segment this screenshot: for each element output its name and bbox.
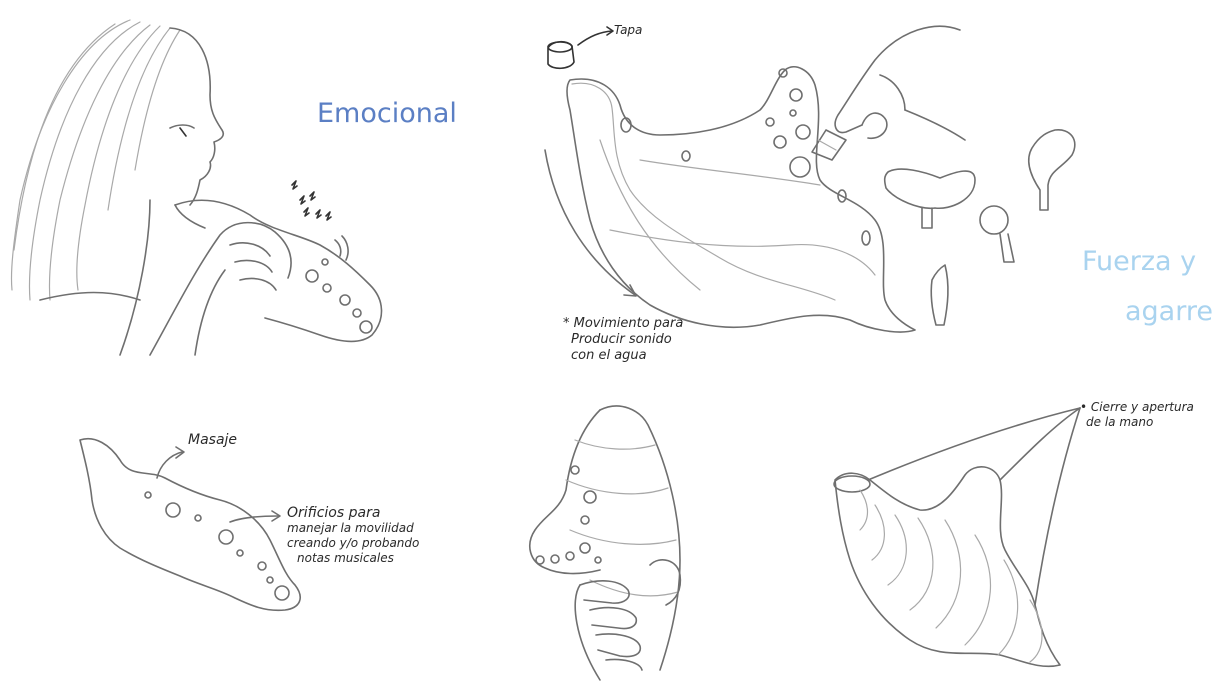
cierre-line-1: • Cierre y apertura <box>1080 400 1194 415</box>
hand-holding-ocarina-sketch <box>530 406 681 680</box>
orificios-line-1: Orificios para <box>287 506 419 521</box>
movimiento-line-1: * Movimiento para <box>563 316 683 332</box>
cierre-line-2: de la mano <box>1080 415 1194 430</box>
orificios-annotation: Orificios para manejar la movilidad crea… <box>287 506 419 566</box>
ocarina-with-tapa-sketch <box>545 26 1075 332</box>
fuerza-y-label: Fuerza y <box>1082 246 1196 277</box>
cierre-annotation: • Cierre y apertura de la mano <box>1080 400 1194 430</box>
orificios-line-3: creando y/o probando <box>287 536 419 551</box>
agarre-label: agarre <box>1125 296 1213 327</box>
tapa-annotation: Tapa <box>614 22 642 38</box>
emocional-label: Emocional <box>317 98 457 129</box>
orificios-line-4: notas musicales <box>287 551 419 566</box>
striped-ocarina-sketch <box>834 408 1080 666</box>
movimiento-line-2: Producir sonido <box>563 332 683 348</box>
masaje-annotation: Masaje <box>188 432 237 448</box>
movimiento-line-3: con el agua <box>563 348 683 364</box>
girl-playing-ocarina-sketch <box>11 20 381 355</box>
movimiento-annotation: * Movimiento para Producir sonido con el… <box>563 316 683 364</box>
orificios-line-2: manejar la movilidad <box>287 521 419 536</box>
ocarina-outline-holes-sketch <box>80 439 300 611</box>
